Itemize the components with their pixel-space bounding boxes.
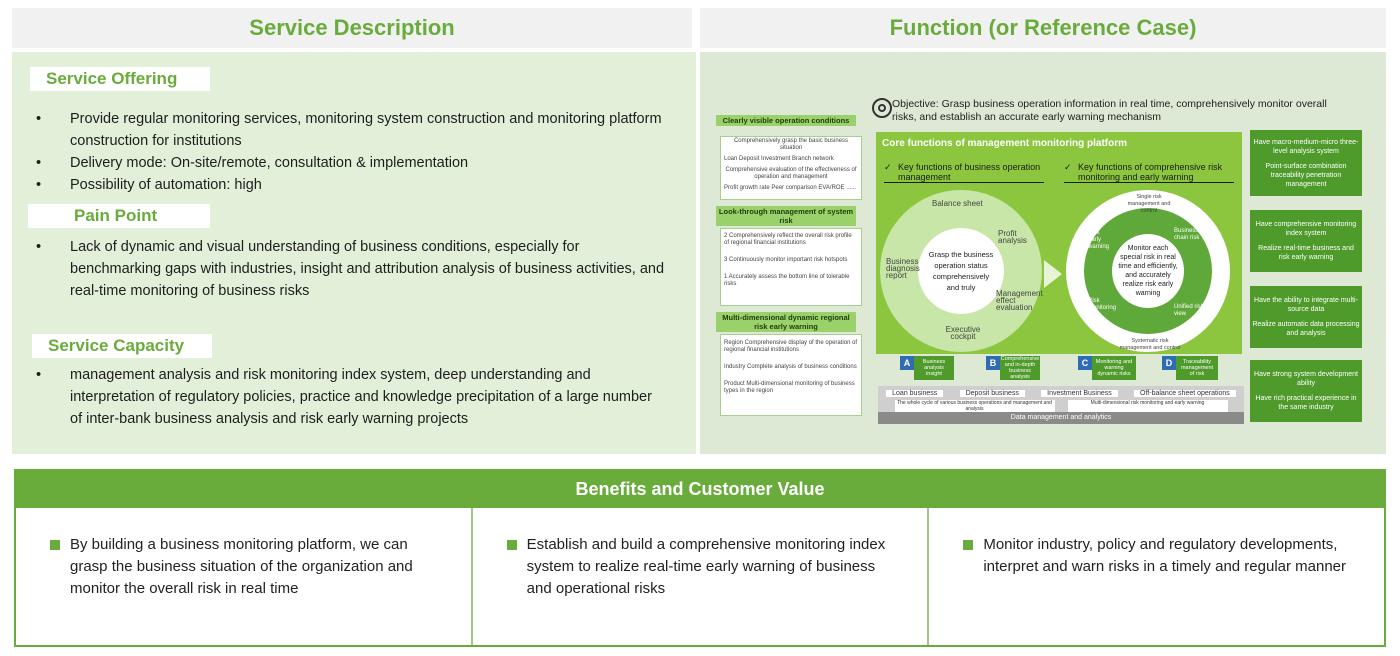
list-item: •Provide regular monitoring services, mo…	[36, 111, 662, 149]
function-panel: Objective: Grasp business operation info…	[700, 52, 1386, 454]
pain-point-list: •Lack of dynamic and visual understandin…	[34, 236, 674, 302]
benefits-section: Benefits and Customer Value By building …	[14, 469, 1386, 647]
function-header: Function (or Reference Case)	[700, 8, 1386, 48]
square-bullet-icon	[963, 540, 974, 550]
ring-label: Risk monitoring	[1088, 298, 1117, 311]
bar-label: Deposit business	[959, 390, 1025, 397]
section-box: Comprehensively grasp the basic business…	[720, 136, 862, 200]
square-bullet-icon	[506, 540, 517, 550]
risk-ring-center: Monitor each special risk in real time a…	[1112, 234, 1184, 308]
list-item: •Lack of dynamic and visual understandin…	[36, 239, 665, 299]
bar-label: Off-balance sheet operations	[1134, 390, 1236, 397]
risk-ring: Monitor each special risk in real time a…	[1066, 190, 1230, 352]
letter-d: D	[1162, 356, 1176, 370]
bar-label: Loan business	[886, 390, 944, 397]
core-functions-box: Core functions of management monitoring …	[876, 132, 1242, 354]
bar-sub-label: The whole cycle of various business oper…	[894, 400, 1055, 412]
bar-label: Investment Business	[1041, 390, 1118, 397]
abcd-label: Traceability management of risk	[1176, 356, 1218, 380]
key-functions-2: ✓ Key functions of comprehensive risk mo…	[1064, 162, 1234, 183]
ring-label: Unified risk view	[1174, 304, 1204, 317]
objective-text: Objective: Grasp business operation info…	[892, 98, 1327, 123]
ring-label: Balance sheet	[932, 199, 983, 208]
benefits-title: Benefits and Customer Value	[16, 471, 1384, 508]
ring-label: Systematic risk management and control	[1119, 338, 1181, 351]
capability-box: Have comprehensive monitoring index syst…	[1250, 210, 1362, 272]
letter-a: A	[900, 356, 914, 370]
section-title: Clearly visible operation conditions	[716, 115, 856, 126]
service-capacity-list: •management analysis and risk monitoring…	[34, 364, 664, 430]
check-icon: ✓	[1064, 162, 1072, 172]
list-item: •management analysis and risk monitoring…	[36, 367, 652, 427]
letter-c: C	[1078, 356, 1092, 370]
section-box: 2 Comprehensively reflect the overall ri…	[720, 228, 862, 306]
abcd-label: Business analysis insight	[914, 356, 954, 380]
square-bullet-icon	[50, 540, 60, 550]
ring-label: Business chain risk	[1174, 228, 1200, 241]
ring-label: Executive cockpit	[945, 325, 981, 341]
capability-box: Have the ability to integrate multi-sour…	[1250, 286, 1362, 348]
benefit-item: Monitor industry, policy and regulatory …	[929, 508, 1384, 645]
section-title: Multi-dimensional dynamic regional risk …	[716, 312, 856, 332]
ring-label: Single risk management and control	[1127, 194, 1171, 214]
business-ring: Grasp the business operation status comp…	[880, 190, 1043, 352]
section-title: Look-through management of system risk	[716, 206, 856, 226]
bar-sub-label: Multi-dimensional risk monitoring and ea…	[1067, 400, 1228, 412]
target-icon	[872, 98, 892, 118]
benefit-item: Establish and build a comprehensive moni…	[473, 508, 930, 645]
list-item: •Delivery mode: On-site/remote, consulta…	[36, 155, 469, 171]
service-offering-list: •Provide regular monitoring services, mo…	[34, 108, 674, 196]
list-item: •Possibility of automation: high	[36, 177, 262, 193]
abcd-label: Monitoring and warning dynamic risks	[1092, 356, 1136, 380]
key-functions-1: ✓ Key functions of business operation ma…	[884, 162, 1044, 183]
service-offering-title: Service Offering	[30, 67, 210, 91]
service-description-header: Service Description	[12, 8, 692, 48]
benefit-item: By building a business monitoring platfo…	[16, 508, 473, 645]
letter-b: B	[986, 356, 1000, 370]
business-ring-center: Grasp the business operation status comp…	[918, 228, 1004, 314]
ring-label: Risk early warning	[1088, 230, 1110, 250]
service-description-panel: Service Offering •Provide regular monito…	[12, 52, 696, 454]
data-management-bar: Data management and analytics	[878, 412, 1244, 424]
ring-label: Management effect evaluation	[996, 289, 1043, 312]
section-box: Region Comprehensive display of the oper…	[720, 334, 862, 416]
ring-label: Profit analysis	[998, 229, 1027, 245]
capability-box: Have macro-medium-micro three-level anal…	[1250, 130, 1362, 196]
arrow-right-icon	[1044, 260, 1062, 288]
ring-label: Business diagnosis report	[886, 257, 920, 280]
check-icon: ✓	[884, 162, 892, 172]
abcd-label: Comprehensive and in-depth business anal…	[1000, 356, 1040, 380]
pain-point-title: Pain Point	[28, 204, 210, 228]
service-capacity-title: Service Capacity	[32, 334, 212, 358]
core-functions-title: Core functions of management monitoring …	[882, 138, 1128, 149]
